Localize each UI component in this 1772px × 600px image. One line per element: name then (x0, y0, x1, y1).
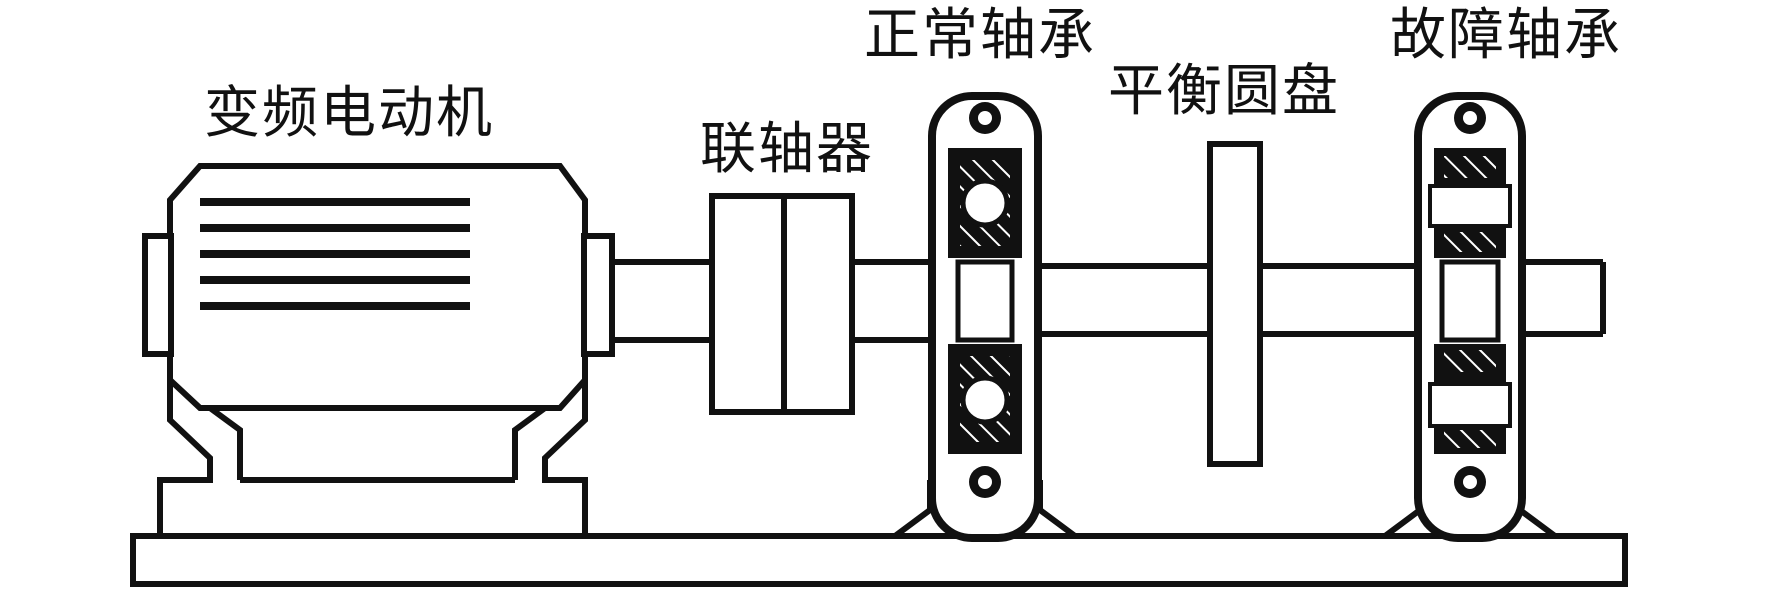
label-normal-bearing: 正常轴承 (864, 3, 1096, 68)
label-coupling: 联轴器 (700, 117, 874, 182)
label-fault-bearing: 故障轴承 (1390, 3, 1622, 68)
normal-bearing (893, 92, 1077, 542)
label-balance-disk: 平衡圆盘 (1108, 59, 1340, 124)
label-motor: 变频电动机 (204, 81, 494, 146)
base-plate (130, 533, 1628, 587)
coupling (709, 193, 855, 415)
motor (142, 163, 615, 536)
balance-disk (1207, 141, 1263, 467)
fault-bearing (1383, 92, 1557, 542)
